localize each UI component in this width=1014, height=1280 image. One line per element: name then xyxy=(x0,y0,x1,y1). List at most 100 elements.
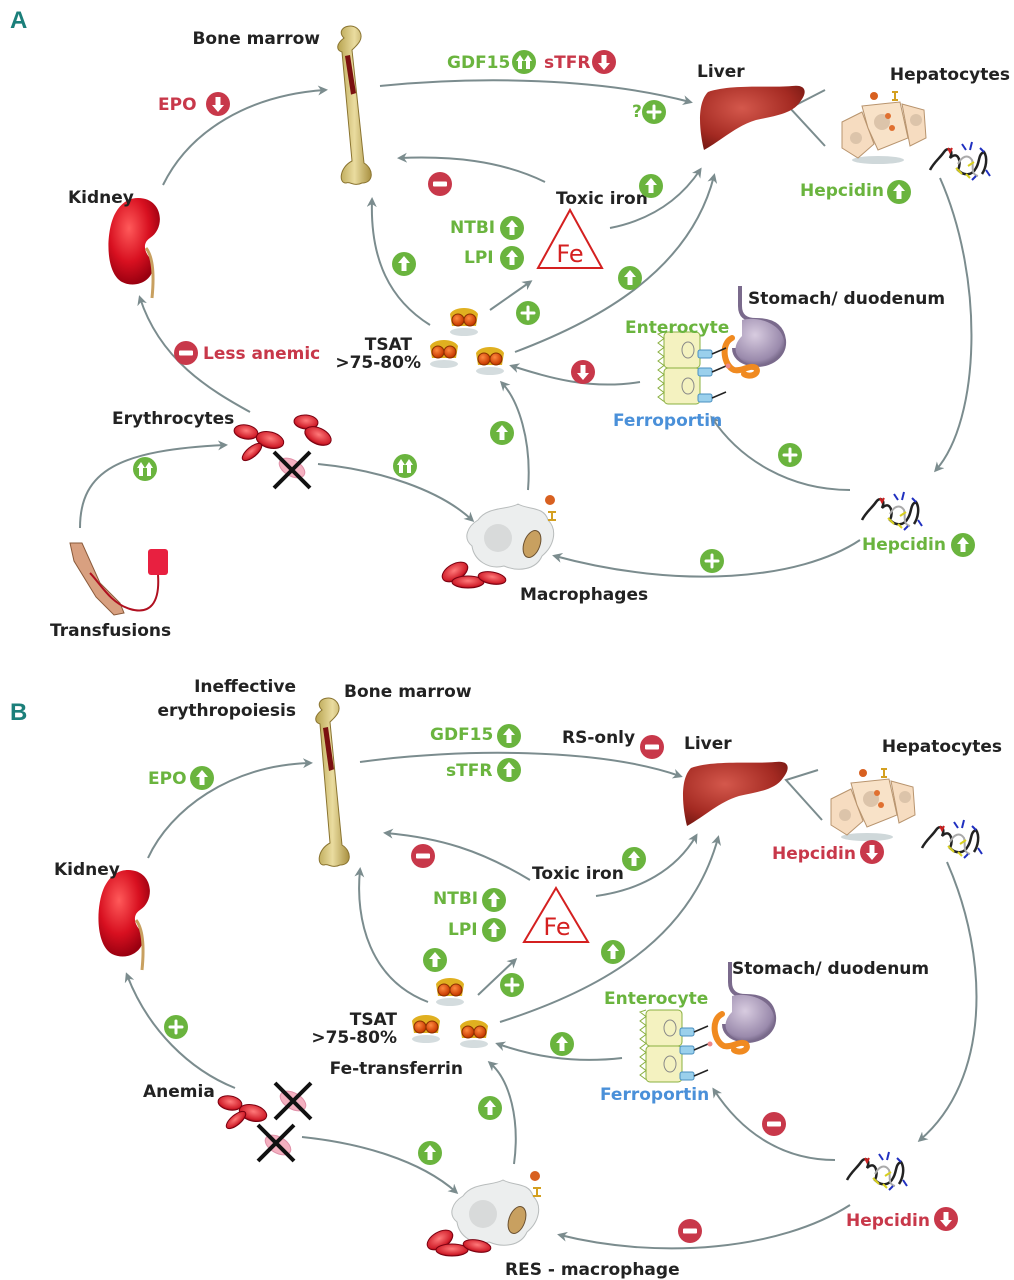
red-blood-cell xyxy=(241,442,263,462)
toxic-iron-triangle: Fe xyxy=(536,207,604,269)
arrow-enterocyte-to-tsat xyxy=(509,363,641,386)
down-badge-icon xyxy=(571,360,595,384)
label-hepatocytes: Hepatocytes xyxy=(890,65,1010,85)
up-badge-icon xyxy=(190,766,214,790)
macrophage-cell xyxy=(451,1171,541,1246)
label-gdf15: GDF15 xyxy=(430,725,493,745)
down-badge-icon xyxy=(592,50,616,74)
up-badge-icon xyxy=(478,1096,502,1120)
stomach-duodenum-organ xyxy=(711,962,777,1055)
arrow-marrow-to-liver xyxy=(379,79,693,106)
panel-letter-a: A xyxy=(10,7,27,34)
label-ntbi: NTBI xyxy=(433,889,478,909)
minus-badge-icon xyxy=(678,1219,702,1243)
label-bone-marrow: Bone marrow xyxy=(192,29,320,49)
label-kidney: Kidney xyxy=(68,188,134,208)
label-epo: EPO xyxy=(148,769,187,789)
label-hepcidin-bottom: Hepcidin xyxy=(846,1211,930,1231)
bone-marrow-femur xyxy=(337,25,372,185)
up-badge-icon xyxy=(497,724,521,748)
up-badge-icon xyxy=(639,174,663,198)
plus-badge-icon xyxy=(164,1015,188,1039)
label-ntbi: NTBI xyxy=(450,218,495,238)
minus-badge-icon xyxy=(428,172,452,196)
label-gdf15: GDF15 xyxy=(447,53,510,73)
arrow-kidney-to-marrow xyxy=(147,758,313,859)
minus-badge-icon xyxy=(762,1112,786,1136)
arrow-toxic-iron-to-marrow xyxy=(383,828,531,881)
double-up-badge-icon xyxy=(393,454,417,478)
label-hepcidin-top: Hepcidin xyxy=(772,844,856,864)
plus-badge-icon xyxy=(500,973,524,997)
arrow-macrophage-to-tsat xyxy=(487,1061,517,1165)
enterocyte-cells xyxy=(638,1009,713,1083)
kidney-organ xyxy=(108,198,160,299)
label-ineffective-2: erythropoiesis xyxy=(157,701,296,721)
arrow-toxic-iron-to-marrow xyxy=(397,152,546,183)
label-lpi: LPI xyxy=(464,248,494,268)
minus-badge-icon xyxy=(411,844,435,868)
toxic-iron-triangle: Fe xyxy=(522,886,590,943)
label-stomach: Stomach/ duodenum xyxy=(748,289,945,309)
red-blood-cell xyxy=(225,1110,247,1130)
minus-badge-icon xyxy=(174,341,198,365)
label-erythrocytes: Erythrocytes xyxy=(112,409,234,429)
up-badge-icon xyxy=(497,758,521,782)
double-up-badge-icon xyxy=(512,50,536,74)
hepcidin-molecule-top xyxy=(928,141,991,181)
transferrin-molecule xyxy=(476,347,504,375)
arrow-tsat-to-toxic-iron xyxy=(489,280,533,311)
label-tsat-1: TSAT xyxy=(365,335,413,355)
up-badge-icon xyxy=(887,180,911,204)
up-badge-icon xyxy=(423,948,447,972)
plus-badge-icon xyxy=(778,443,802,467)
red-blood-cell xyxy=(435,1243,469,1257)
arrow-toxic-iron-to-liver xyxy=(609,167,702,229)
label-anemia: Anemia xyxy=(143,1082,215,1102)
down-badge-icon xyxy=(934,1207,958,1231)
hepcidin-molecule-top xyxy=(920,819,983,859)
label-res-macrophage: RES - macrophage xyxy=(505,1260,680,1280)
red-blood-cell xyxy=(233,424,259,440)
up-badge-icon xyxy=(601,940,625,964)
red-blood-cell xyxy=(255,430,285,450)
label-hepcidin-bottom: Hepcidin xyxy=(862,535,946,555)
label-stfr: sTFR xyxy=(544,53,590,73)
arrow-macrophage-to-tsat xyxy=(499,380,530,491)
arrow-erythrocytes-to-kidney xyxy=(137,295,251,413)
label-hepatocytes: Hepatocytes xyxy=(882,737,1002,757)
arrow-tsat-to-liver xyxy=(499,835,721,1023)
transferrin-molecule xyxy=(450,308,478,336)
plus-badge-icon xyxy=(642,100,666,124)
label-epo: EPO xyxy=(158,95,197,115)
transferrin-molecule xyxy=(436,978,464,1006)
label-hepcidin-top: Hepcidin xyxy=(800,181,884,201)
label-stfr: sTFR xyxy=(446,761,492,781)
up-badge-icon xyxy=(622,847,646,871)
liver-organ xyxy=(683,761,788,826)
arrow-tsat-to-marrow xyxy=(366,197,431,326)
hepatocytes-cells xyxy=(841,91,927,164)
arrow-hepatocytes-to-hepcidin xyxy=(917,861,978,1142)
label-liver: Liver xyxy=(684,734,732,754)
arrow-hepcidin-to-macrophage xyxy=(557,1204,851,1250)
connector-liver-hepatocytes xyxy=(784,769,823,821)
red-blood-cell xyxy=(217,1095,243,1111)
label-lpi: LPI xyxy=(448,920,478,940)
arrow-hepcidin-to-macrophage xyxy=(552,539,861,578)
bone-marrow-femur xyxy=(315,697,350,867)
badges-layer xyxy=(133,50,975,1243)
minus-badge-icon xyxy=(640,735,664,759)
arrows-layer xyxy=(79,79,978,1250)
label-enterocyte: Enterocyte xyxy=(625,318,729,338)
enterocyte-cells xyxy=(656,331,731,405)
arrow-tsat-to-toxic-iron xyxy=(477,957,518,996)
label-stomach: Stomach/ duodenum xyxy=(732,959,929,979)
label-ferroportin: Ferroportin xyxy=(600,1085,709,1105)
down-badge-icon xyxy=(860,840,884,864)
stomach-duodenum-organ xyxy=(721,286,787,379)
label-transfusions: Transfusions xyxy=(50,621,171,641)
